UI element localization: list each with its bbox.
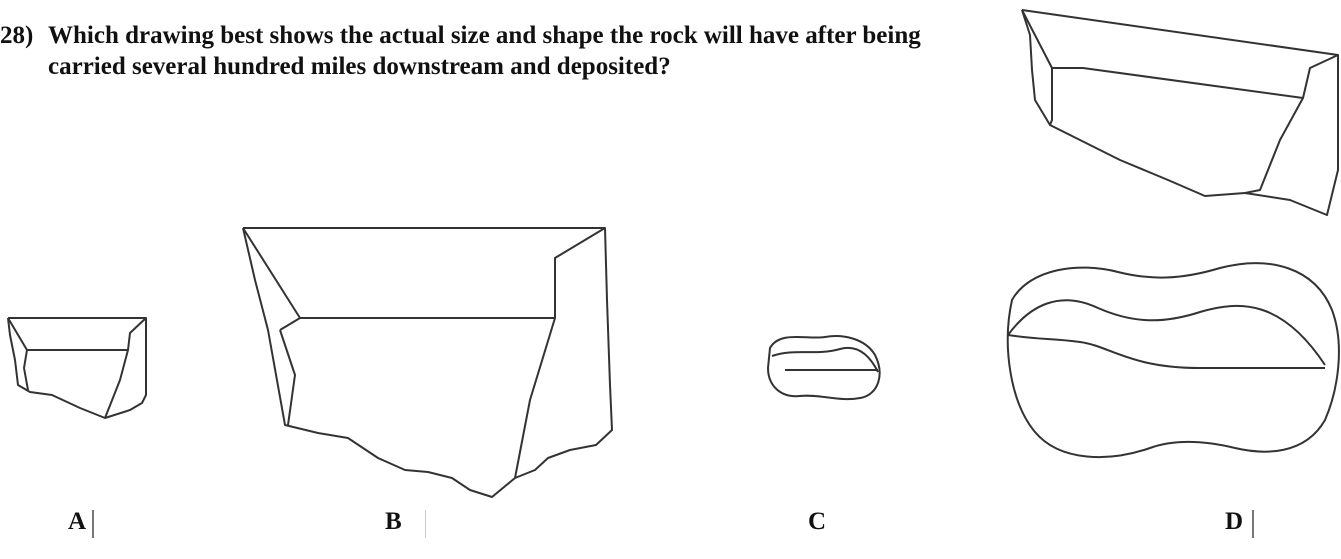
question-text: Which drawing best shows the actual size… xyxy=(48,22,921,80)
question-number: 28) xyxy=(0,22,34,49)
choice-a-tick xyxy=(92,510,94,538)
choice-b-rock-drawing[interactable] xyxy=(242,227,613,498)
original-rock-drawing xyxy=(1021,9,1339,216)
choice-b-label[interactable]: B xyxy=(385,508,402,535)
choice-d-label[interactable]: D xyxy=(1225,508,1244,535)
choice-a-label[interactable]: A xyxy=(68,508,87,535)
question: 28) Which drawing best shows the actual … xyxy=(0,20,960,82)
choice-c-label[interactable]: C xyxy=(808,508,827,535)
choice-a-rock-drawing[interactable] xyxy=(7,317,147,419)
choice-c-rock-drawing[interactable] xyxy=(767,335,881,401)
choice-b-tick xyxy=(425,510,426,538)
choice-d-tick xyxy=(1252,510,1254,538)
choice-d-rock-drawing[interactable] xyxy=(1006,262,1340,459)
